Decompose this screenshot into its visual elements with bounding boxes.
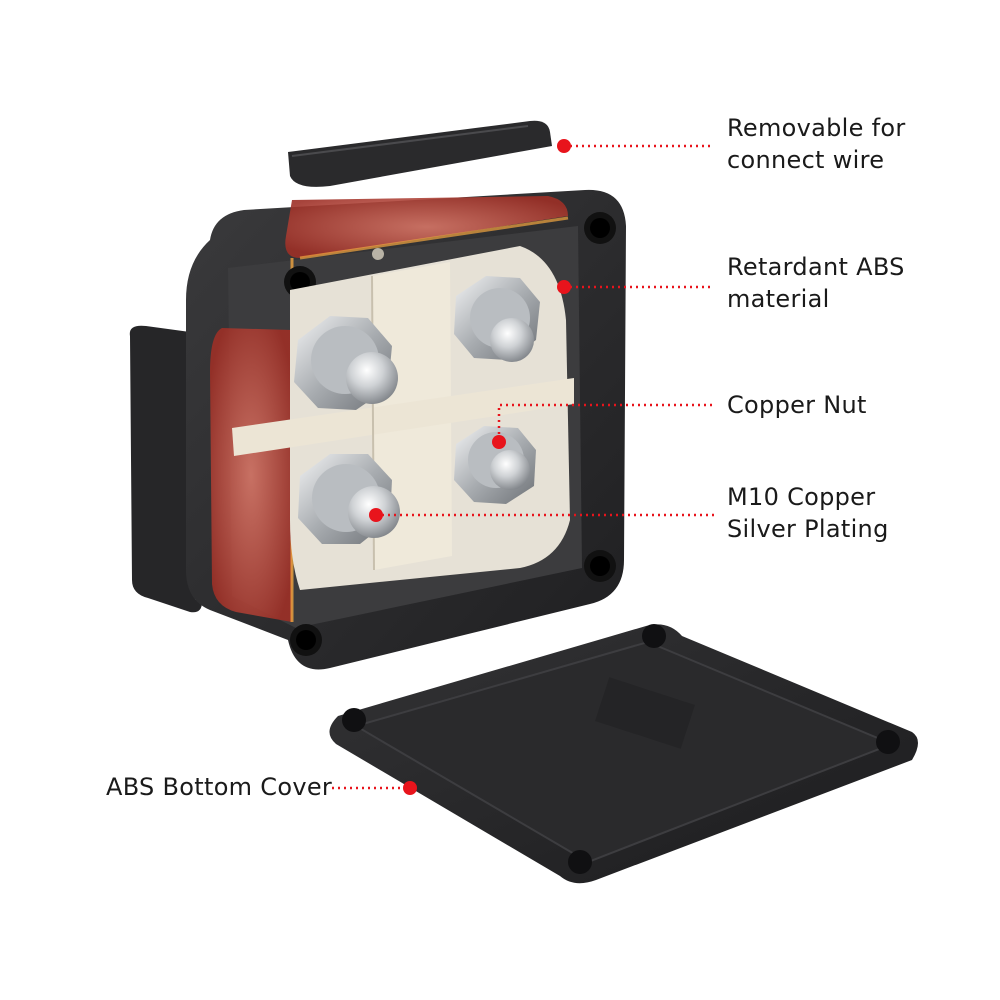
callout-text: Removable for xyxy=(727,114,906,142)
terminal-stud-bottom-left xyxy=(298,454,400,544)
callout-bottom-cover-pointer xyxy=(332,781,417,795)
bottom-cover-plate xyxy=(329,624,918,884)
callout-text: Copper Nut xyxy=(727,391,867,419)
callout-removable-pointer xyxy=(557,139,714,153)
callout-retardant-pointer xyxy=(557,280,714,294)
terminal-stud-top-right xyxy=(454,276,540,362)
callout-text: M10 Copper xyxy=(727,483,876,511)
top-cover-cap xyxy=(288,120,552,187)
callout-label-m10: M10 Copper Silver Plating xyxy=(727,481,889,545)
callout-copper-nut-pointer xyxy=(492,403,714,449)
callout-text: ABS Bottom Cover xyxy=(106,773,333,801)
callout-text: Retardant ABS xyxy=(727,253,905,281)
callout-label-retardant: Retardant ABS material xyxy=(727,251,905,315)
callout-text: Silver Plating xyxy=(727,515,889,543)
terminal-stud-bottom-right xyxy=(454,426,536,504)
callout-label-copper-nut: Copper Nut xyxy=(727,389,867,421)
callout-label-removable: Removable for connect wire xyxy=(727,112,906,176)
callout-label-bottom-cover: ABS Bottom Cover xyxy=(106,771,332,803)
terminal-stud-top-left xyxy=(294,316,398,410)
callout-m10-pointer xyxy=(369,508,714,522)
callout-text: material xyxy=(727,285,830,313)
callout-text: connect wire xyxy=(727,146,885,174)
